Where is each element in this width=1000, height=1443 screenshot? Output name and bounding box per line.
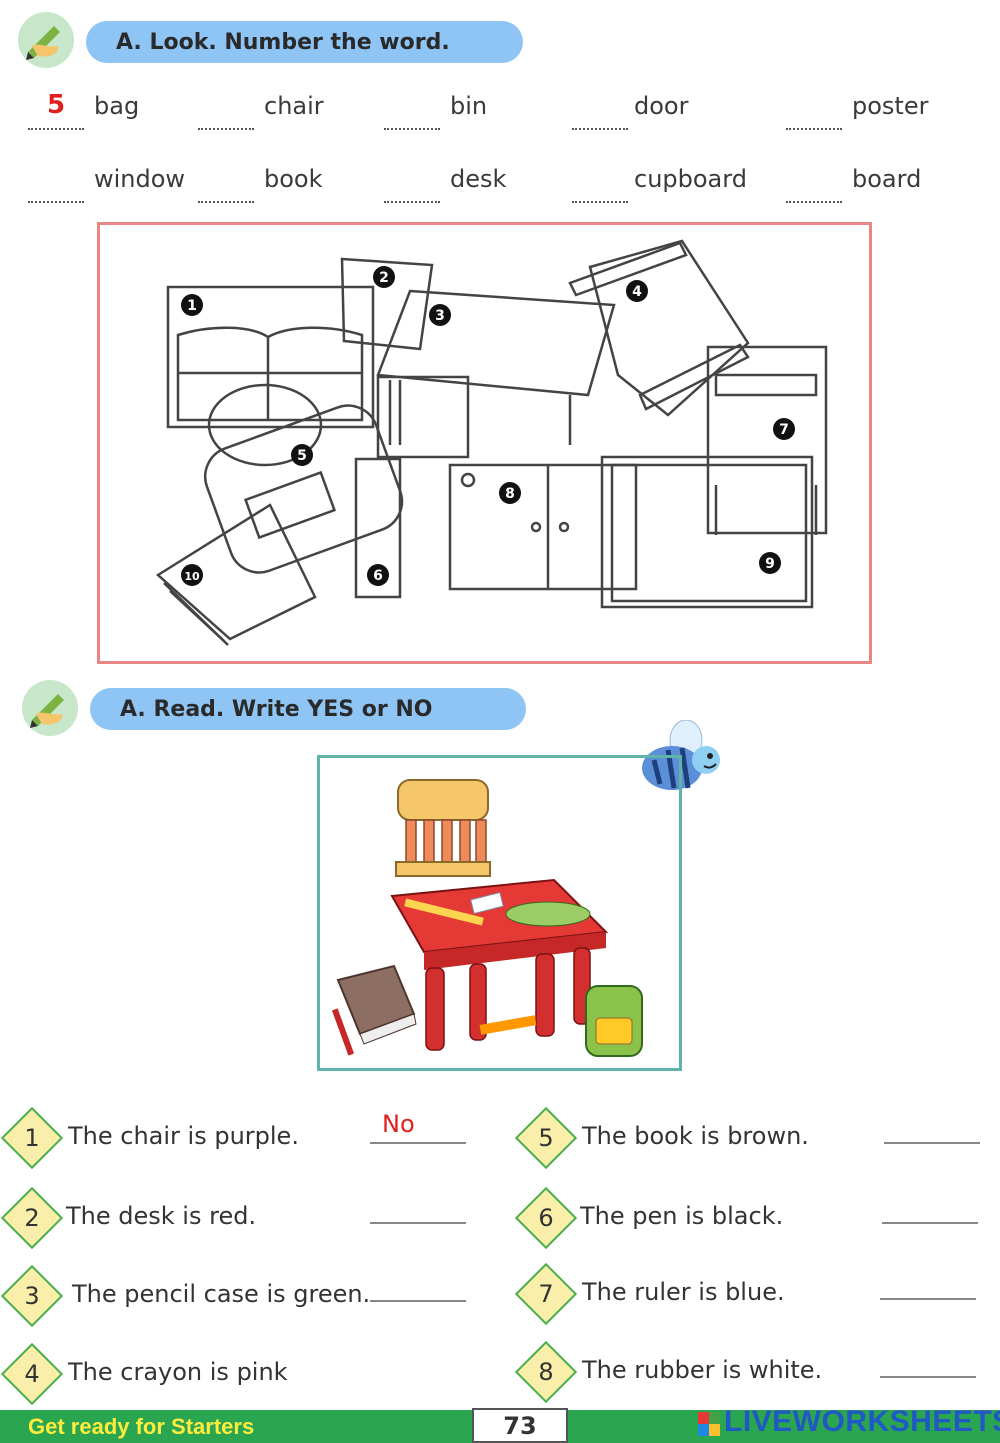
pencil-icon (22, 680, 78, 736)
section-b-title: A. Read. Write YES or NO (90, 688, 526, 730)
page-number: 73 (472, 1408, 568, 1443)
statement-number: 6 (538, 1204, 554, 1232)
desk-picture-frame (317, 755, 682, 1071)
yes-no-answer-input[interactable]: No (382, 1110, 415, 1138)
statement-text: The chair is purple. (68, 1122, 299, 1150)
svg-text:1: 1 (187, 298, 197, 314)
statement-number: 2 (24, 1204, 40, 1232)
picture-number-3: 3 (429, 304, 451, 326)
liveworksheets-brand: LIVEWORKSHEETS (724, 1405, 1000, 1438)
word-label: cupboard (634, 165, 747, 193)
word-label: bin (450, 92, 488, 120)
svg-text:4: 4 (632, 284, 642, 300)
dotted-answer-line (198, 201, 254, 203)
dotted-answer-line (786, 201, 842, 203)
word-label: board (852, 165, 922, 193)
picture-number-10: 10 (181, 564, 203, 586)
answer-line (884, 1142, 980, 1144)
picture-number-7: 7 (773, 418, 795, 440)
dotted-answer-line (572, 201, 628, 203)
dotted-answer-line (786, 128, 842, 130)
picture-number-6: 6 (367, 564, 389, 586)
svg-text:7: 7 (779, 422, 789, 438)
statement-number: 8 (538, 1358, 554, 1386)
liveworksheets-logo-icon (698, 1412, 720, 1436)
statement-text: The desk is red. (66, 1202, 257, 1230)
pencil-icon (18, 12, 74, 68)
picture-number-8: 8 (499, 482, 521, 504)
desk-illustration (331, 779, 643, 1057)
dotted-answer-line (28, 201, 84, 203)
svg-text:8: 8 (505, 486, 515, 502)
classroom-line-drawing: 1 2 3 4 5 6 7 8 9 10 (155, 239, 828, 646)
dotted-answer-line (198, 128, 254, 130)
statement-text: The pencil case is green. (72, 1280, 371, 1308)
word-label: poster (852, 92, 929, 120)
word-label: window (94, 165, 186, 193)
word-label: door (634, 92, 689, 120)
classroom-picture-frame: 1 2 3 4 5 6 7 8 9 10 (97, 222, 872, 664)
word-label: chair (264, 92, 324, 120)
footer-title: Get ready for Starters (28, 1414, 255, 1439)
statement-number: 3 (24, 1282, 40, 1310)
picture-number-5: 5 (291, 444, 313, 466)
statement-number: 1 (24, 1124, 40, 1152)
dotted-answer-line (28, 128, 84, 130)
statement-number: 5 (538, 1124, 554, 1152)
word-label: book (264, 165, 323, 193)
svg-text:6: 6 (373, 568, 383, 584)
svg-text:2: 2 (379, 270, 389, 286)
answer-line (370, 1142, 466, 1144)
word-label: desk (450, 165, 507, 193)
picture-number-4: 4 (626, 280, 648, 302)
word-answer-input[interactable]: 5 (46, 90, 66, 120)
answer-line (882, 1222, 978, 1224)
dotted-answer-line (384, 128, 440, 130)
statement-number: 7 (538, 1280, 554, 1308)
statement-text: The ruler is blue. (582, 1278, 785, 1306)
svg-text:5: 5 (297, 448, 307, 464)
picture-number-2: 2 (373, 266, 395, 288)
statement-text: The book is brown. (582, 1122, 809, 1150)
statement-text: The crayon is pink (68, 1358, 288, 1386)
answer-line (880, 1298, 976, 1300)
statement-number: 4 (24, 1360, 40, 1388)
svg-text:3: 3 (435, 308, 445, 324)
answer-line (370, 1300, 466, 1302)
dotted-answer-line (384, 201, 440, 203)
statement-text: The rubber is white. (582, 1356, 823, 1384)
svg-text:10: 10 (184, 570, 200, 583)
word-label: bag (94, 92, 140, 120)
section-a-title: A. Look. Number the word. (86, 21, 523, 63)
picture-number-9: 9 (759, 552, 781, 574)
answer-line (370, 1222, 466, 1224)
statement-text: The pen is black. (580, 1202, 784, 1230)
picture-number-1: 1 (181, 294, 203, 316)
dotted-answer-line (572, 128, 628, 130)
picture-number-markers: 1 2 3 4 5 6 7 8 9 10 (181, 266, 795, 586)
svg-text:9: 9 (765, 556, 775, 572)
answer-line (880, 1376, 976, 1378)
